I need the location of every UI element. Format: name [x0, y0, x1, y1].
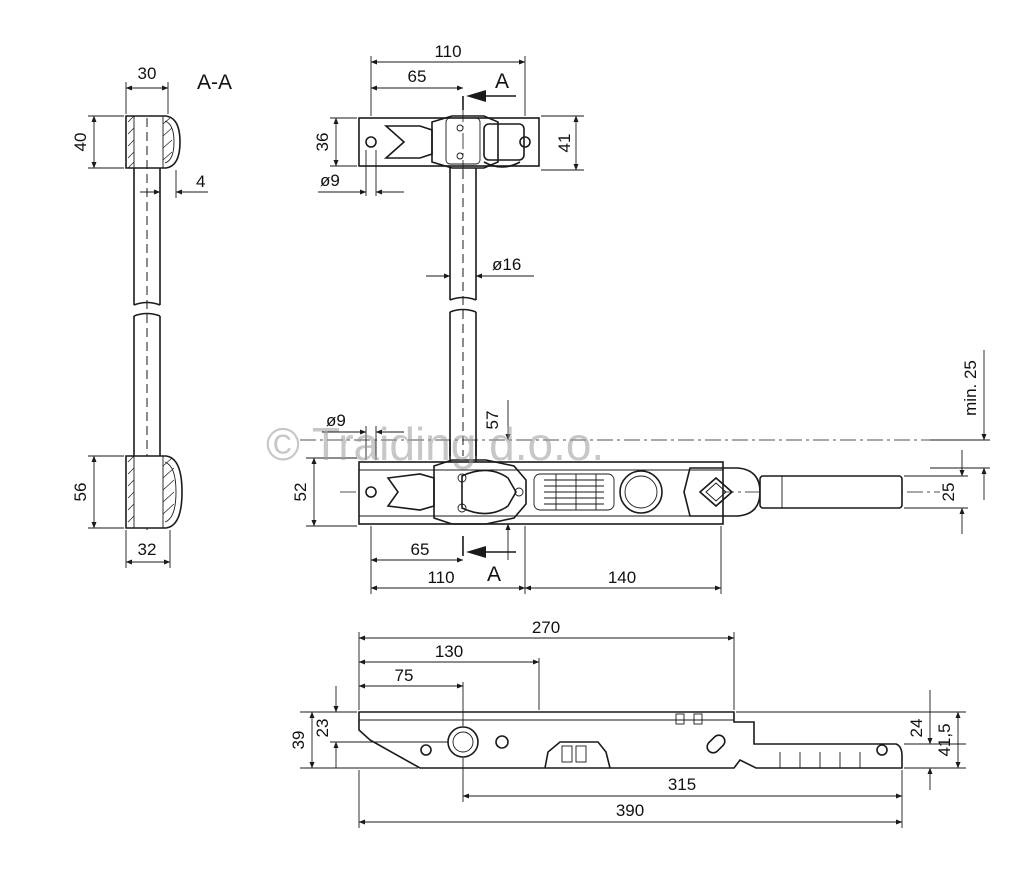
top-section-mark: A: [495, 70, 509, 93]
dim-front-offset: 57: [483, 411, 502, 430]
latch-base-plate: [358, 461, 724, 525]
latch-handle: [759, 475, 903, 509]
dim-top-rod: ø16: [492, 255, 521, 274]
section-bottom-block: [125, 455, 183, 529]
section-view-a-a: A-A: [71, 64, 232, 568]
dim-section-height-bottom: 56: [71, 483, 90, 502]
dim-section-height-top: 40: [71, 133, 90, 152]
dim-front-hole: ø9: [326, 411, 346, 430]
dim-side-39: 39: [289, 731, 308, 750]
section-top-block: [125, 115, 181, 169]
dim-section-width-top: 30: [138, 64, 157, 83]
section-label: A-A: [197, 71, 232, 94]
dim-section-gap: 4: [196, 172, 205, 191]
dim-front-handle: 25: [939, 483, 958, 502]
dim-side-130: 130: [435, 642, 463, 661]
dim-side-270: 270: [532, 618, 560, 637]
dim-front-extension: 140: [608, 568, 636, 587]
dim-side-23: 23: [313, 719, 332, 738]
dim-top-height-left: 36: [313, 133, 332, 152]
dim-side-390: 390: [616, 801, 644, 820]
dim-top-overall: 110: [434, 42, 461, 61]
dim-top-height-right: 41: [555, 134, 574, 153]
side-view: 270 130 75 39 23 24 41,5 315 390: [289, 618, 966, 828]
side-view-body: [358, 711, 903, 769]
dim-section-width-bottom: 32: [138, 540, 157, 559]
front-view: ø9 57 min. 25 52 25 A 65: [291, 350, 990, 594]
front-section-mark: A: [487, 563, 501, 586]
dim-front-height: 52: [291, 483, 310, 502]
dim-front-base: 110: [427, 568, 454, 587]
dim-side-24: 24: [907, 719, 926, 738]
dim-top-to-axis: 65: [408, 67, 427, 86]
dim-side-75: 75: [395, 666, 414, 685]
dim-front-min-clearance: min. 25: [961, 360, 980, 416]
dim-side-315: 315: [668, 775, 696, 794]
dim-top-hole: ø9: [320, 171, 340, 190]
dim-side-41-5: 41,5: [935, 723, 954, 756]
watermark: © Traiding d.o.o.: [266, 418, 604, 470]
dim-front-to-axis: 65: [411, 540, 430, 559]
top-view: 110 65 A 36 41 ø9 ø16: [313, 42, 584, 456]
